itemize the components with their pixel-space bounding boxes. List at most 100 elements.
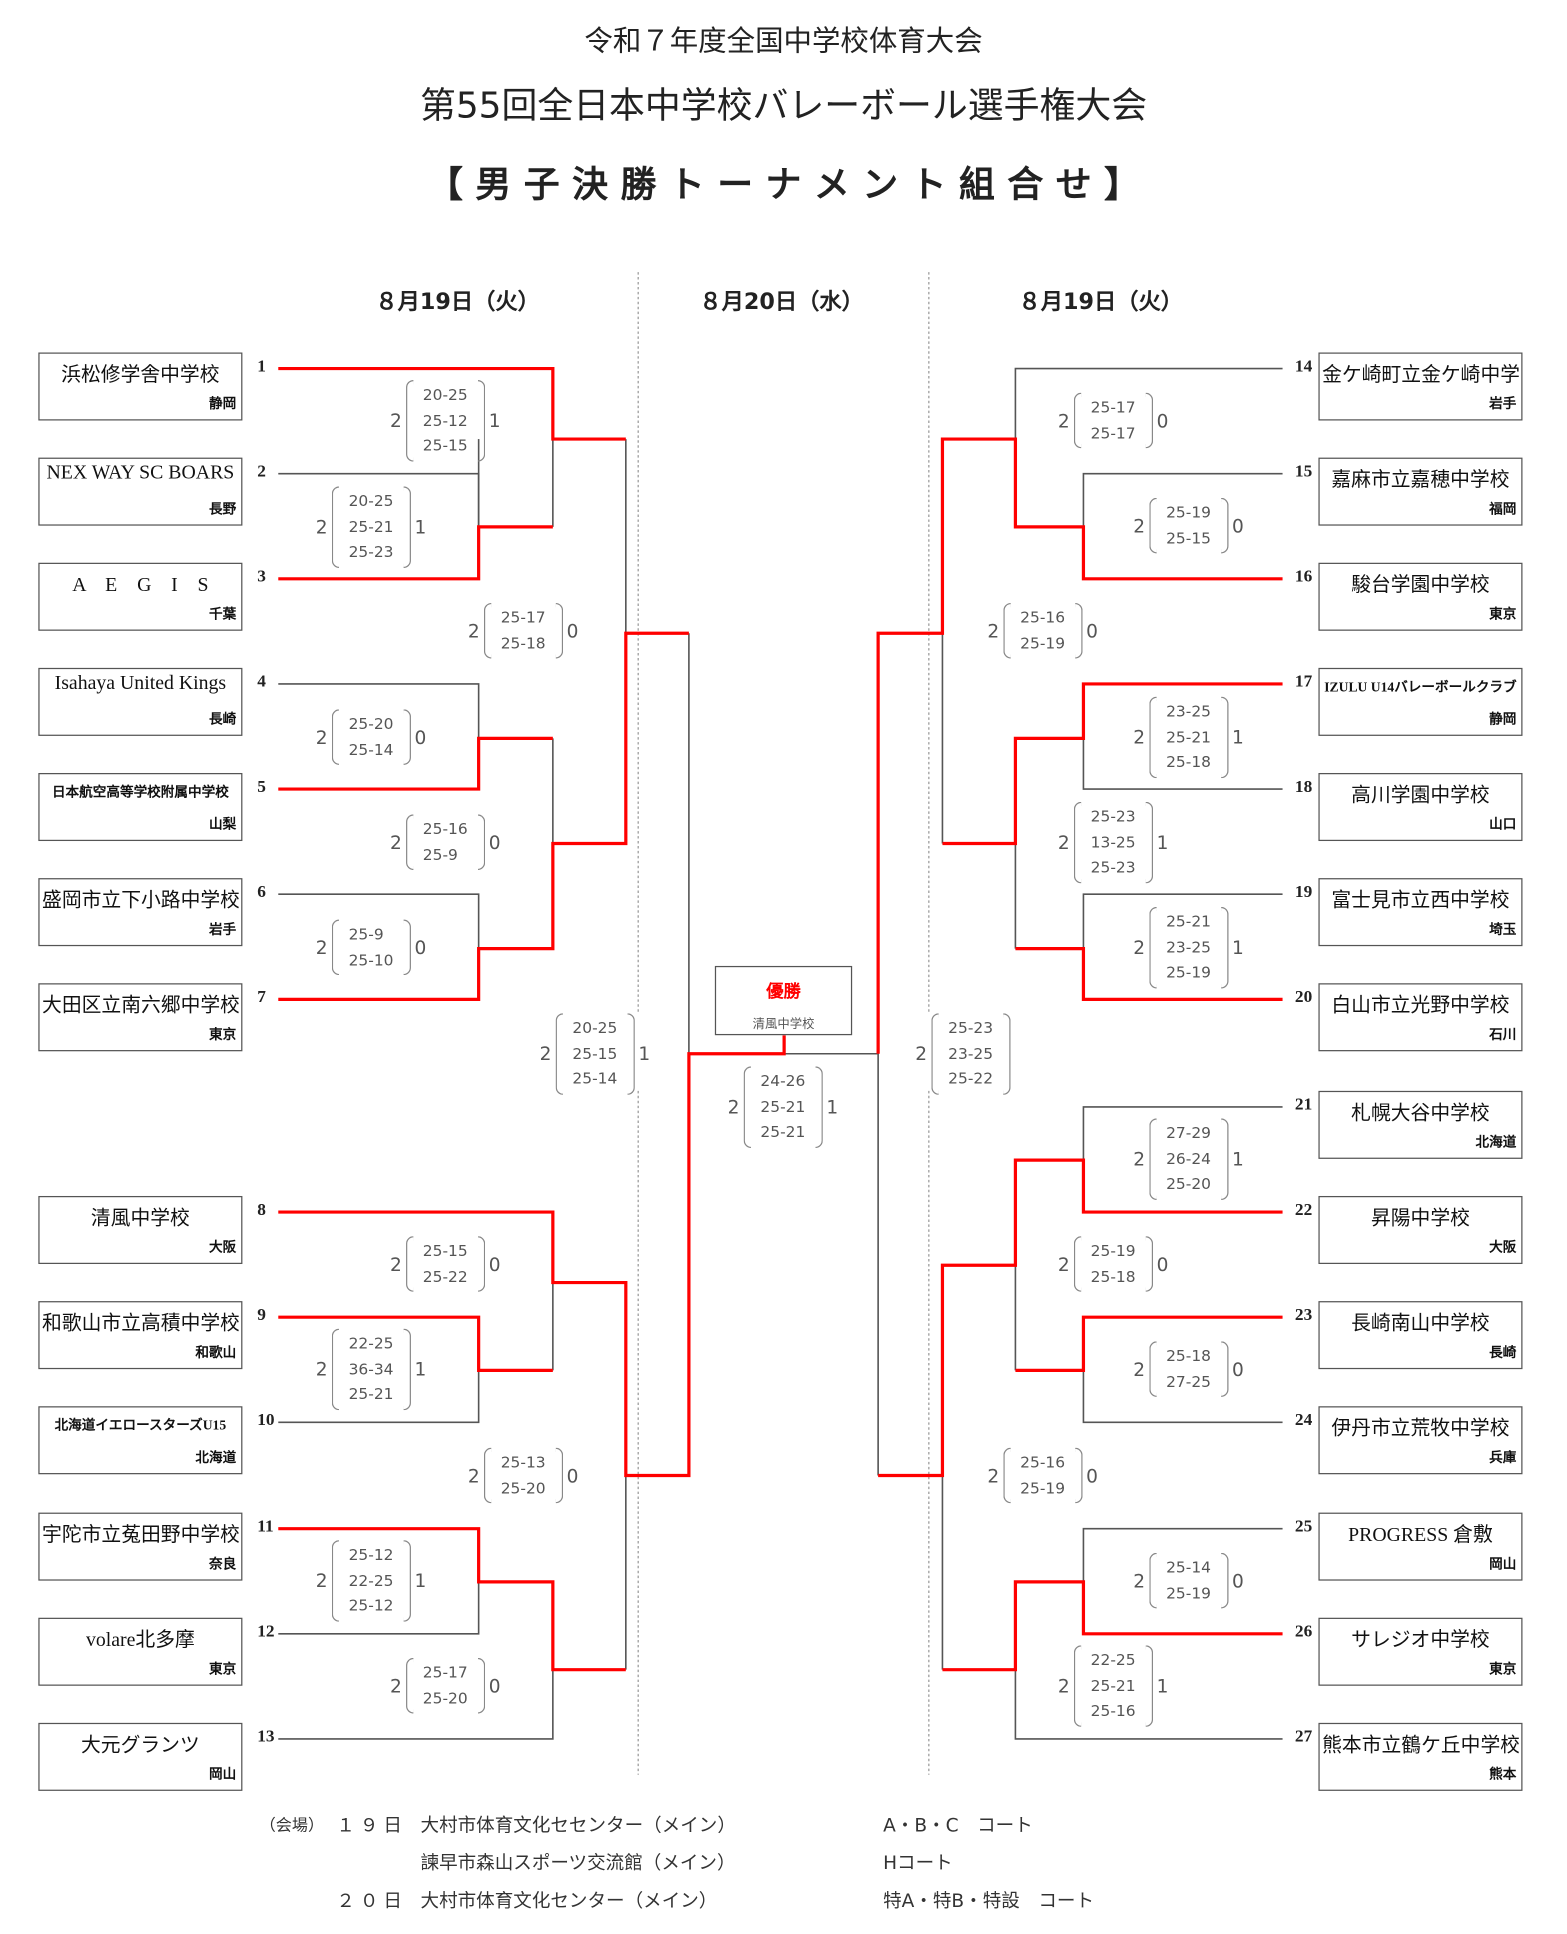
- seed-number: 5: [257, 778, 266, 797]
- team-prefecture: 岩手: [1489, 397, 1517, 412]
- team-prefecture: 千葉: [209, 607, 237, 623]
- sets-won-left: 2: [1057, 409, 1070, 432]
- team-name: 熊本市立鶴ケ丘中学校: [1322, 1735, 1519, 1757]
- set-score: 25-10: [348, 949, 394, 969]
- court-3: 特A・特B・特設 コート: [883, 1889, 1095, 1913]
- team-box: 清風中学校大阪: [38, 1195, 243, 1265]
- champion-box: 優勝 清風中学校: [714, 965, 853, 1036]
- set-score: 25-15: [1166, 528, 1212, 547]
- winner-path-line: [878, 1158, 1283, 1478]
- sets-won-right: 0: [488, 1252, 501, 1276]
- brace-left-icon: [405, 1657, 413, 1714]
- set-score: 25-19: [1166, 502, 1212, 522]
- set-score: 25-19: [1166, 1583, 1212, 1602]
- venue-day2: ２０日: [336, 1889, 407, 1913]
- set-score: 25-22: [422, 1266, 468, 1286]
- set-score: 27-25: [1166, 1371, 1212, 1391]
- brace-right-icon: [1220, 1341, 1229, 1397]
- set-score: 25-19: [1166, 962, 1212, 982]
- set-score: 25-23: [1090, 857, 1136, 876]
- team-prefecture: 和歌山: [195, 1345, 237, 1361]
- set-score: 24-26: [760, 1071, 806, 1090]
- brace-left-icon: [1148, 906, 1157, 988]
- set-score: 25-9: [422, 844, 458, 864]
- sets-won-right: 0: [1232, 1569, 1244, 1592]
- seed-number: 20: [1294, 988, 1313, 1008]
- bracket-line: [278, 1669, 554, 1740]
- sets-won-right: 1: [414, 515, 427, 539]
- team-name: 日本航空高等学校附属中学校: [51, 785, 229, 801]
- winner-path-line: [278, 366, 626, 441]
- set-score: 22-25: [348, 1333, 394, 1353]
- set-score: 25-16: [1090, 1700, 1136, 1720]
- team-prefecture: 兵庫: [1489, 1450, 1517, 1466]
- set-score: 25-19: [1020, 633, 1066, 652]
- sets-won-left: 2: [389, 1252, 402, 1276]
- brace-left-icon: [555, 1013, 563, 1095]
- brace-left-icon: [331, 1540, 339, 1622]
- team-box: 昇陽中学校大阪: [1318, 1195, 1523, 1265]
- brace-right-icon: [403, 486, 411, 568]
- team-box: 金ケ崎町立金ケ崎中学校岩手: [1318, 352, 1523, 421]
- team-prefecture: 静岡: [209, 397, 237, 412]
- set-score: 25-14: [572, 1068, 618, 1088]
- brace-right-icon: [1220, 1118, 1229, 1200]
- set-score: 25-18: [500, 633, 546, 652]
- venue-day1: １９日: [336, 1814, 407, 1837]
- team-name: 大田区立南六郷中学校: [42, 995, 239, 1017]
- seed-number: 19: [1294, 883, 1313, 902]
- sets-won-left: 2: [727, 1095, 740, 1119]
- set-score: 25-20: [348, 714, 394, 733]
- team-name: 昇陽中学校: [1370, 1208, 1470, 1230]
- set-score: 13-25: [1090, 832, 1136, 851]
- set-score: 25-14: [1166, 1557, 1212, 1577]
- seed-number: 8: [257, 1201, 266, 1220]
- brace-left-icon: [483, 1447, 491, 1504]
- winner-path-line: [1015, 947, 1283, 1001]
- team-box: 盛岡市立下小路中学校岩手: [38, 878, 243, 947]
- date-center: ８月20日（水）: [699, 289, 864, 316]
- set-score: 25-15: [572, 1043, 618, 1063]
- sets-won-right: 1: [1156, 831, 1169, 854]
- brace-left-icon: [483, 602, 491, 659]
- set-score: 25-21: [1166, 911, 1212, 931]
- team-prefecture: 静岡: [1489, 712, 1517, 728]
- seed-number: 13: [257, 1728, 275, 1747]
- sets-won-right: 0: [1232, 1358, 1244, 1381]
- set-score: 25-23: [348, 542, 394, 561]
- team-prefecture: 東京: [1489, 607, 1517, 623]
- team-prefecture: 東京: [209, 1027, 237, 1043]
- team-name: サレジオ中学校: [1351, 1630, 1490, 1652]
- sets-won-right: 0: [488, 831, 501, 854]
- seed-number: 4: [257, 673, 266, 692]
- seed-number: 12: [257, 1622, 275, 1642]
- sets-won-right: 0: [1086, 1464, 1098, 1487]
- set-score: 25-19: [1090, 1241, 1136, 1260]
- bracket-line: [278, 683, 480, 739]
- brace-left-icon: [1073, 801, 1081, 883]
- brace-left-icon: [331, 1328, 339, 1410]
- sets-won-left: 2: [539, 1042, 552, 1065]
- team-name: 白山市立光野中学校: [1331, 995, 1510, 1017]
- bracket-title: 【 男 子 決 勝 ト ー ナ メ ン ト 組 合 せ 】: [427, 163, 1140, 206]
- team-box: 高川学園中学校山口: [1318, 773, 1523, 842]
